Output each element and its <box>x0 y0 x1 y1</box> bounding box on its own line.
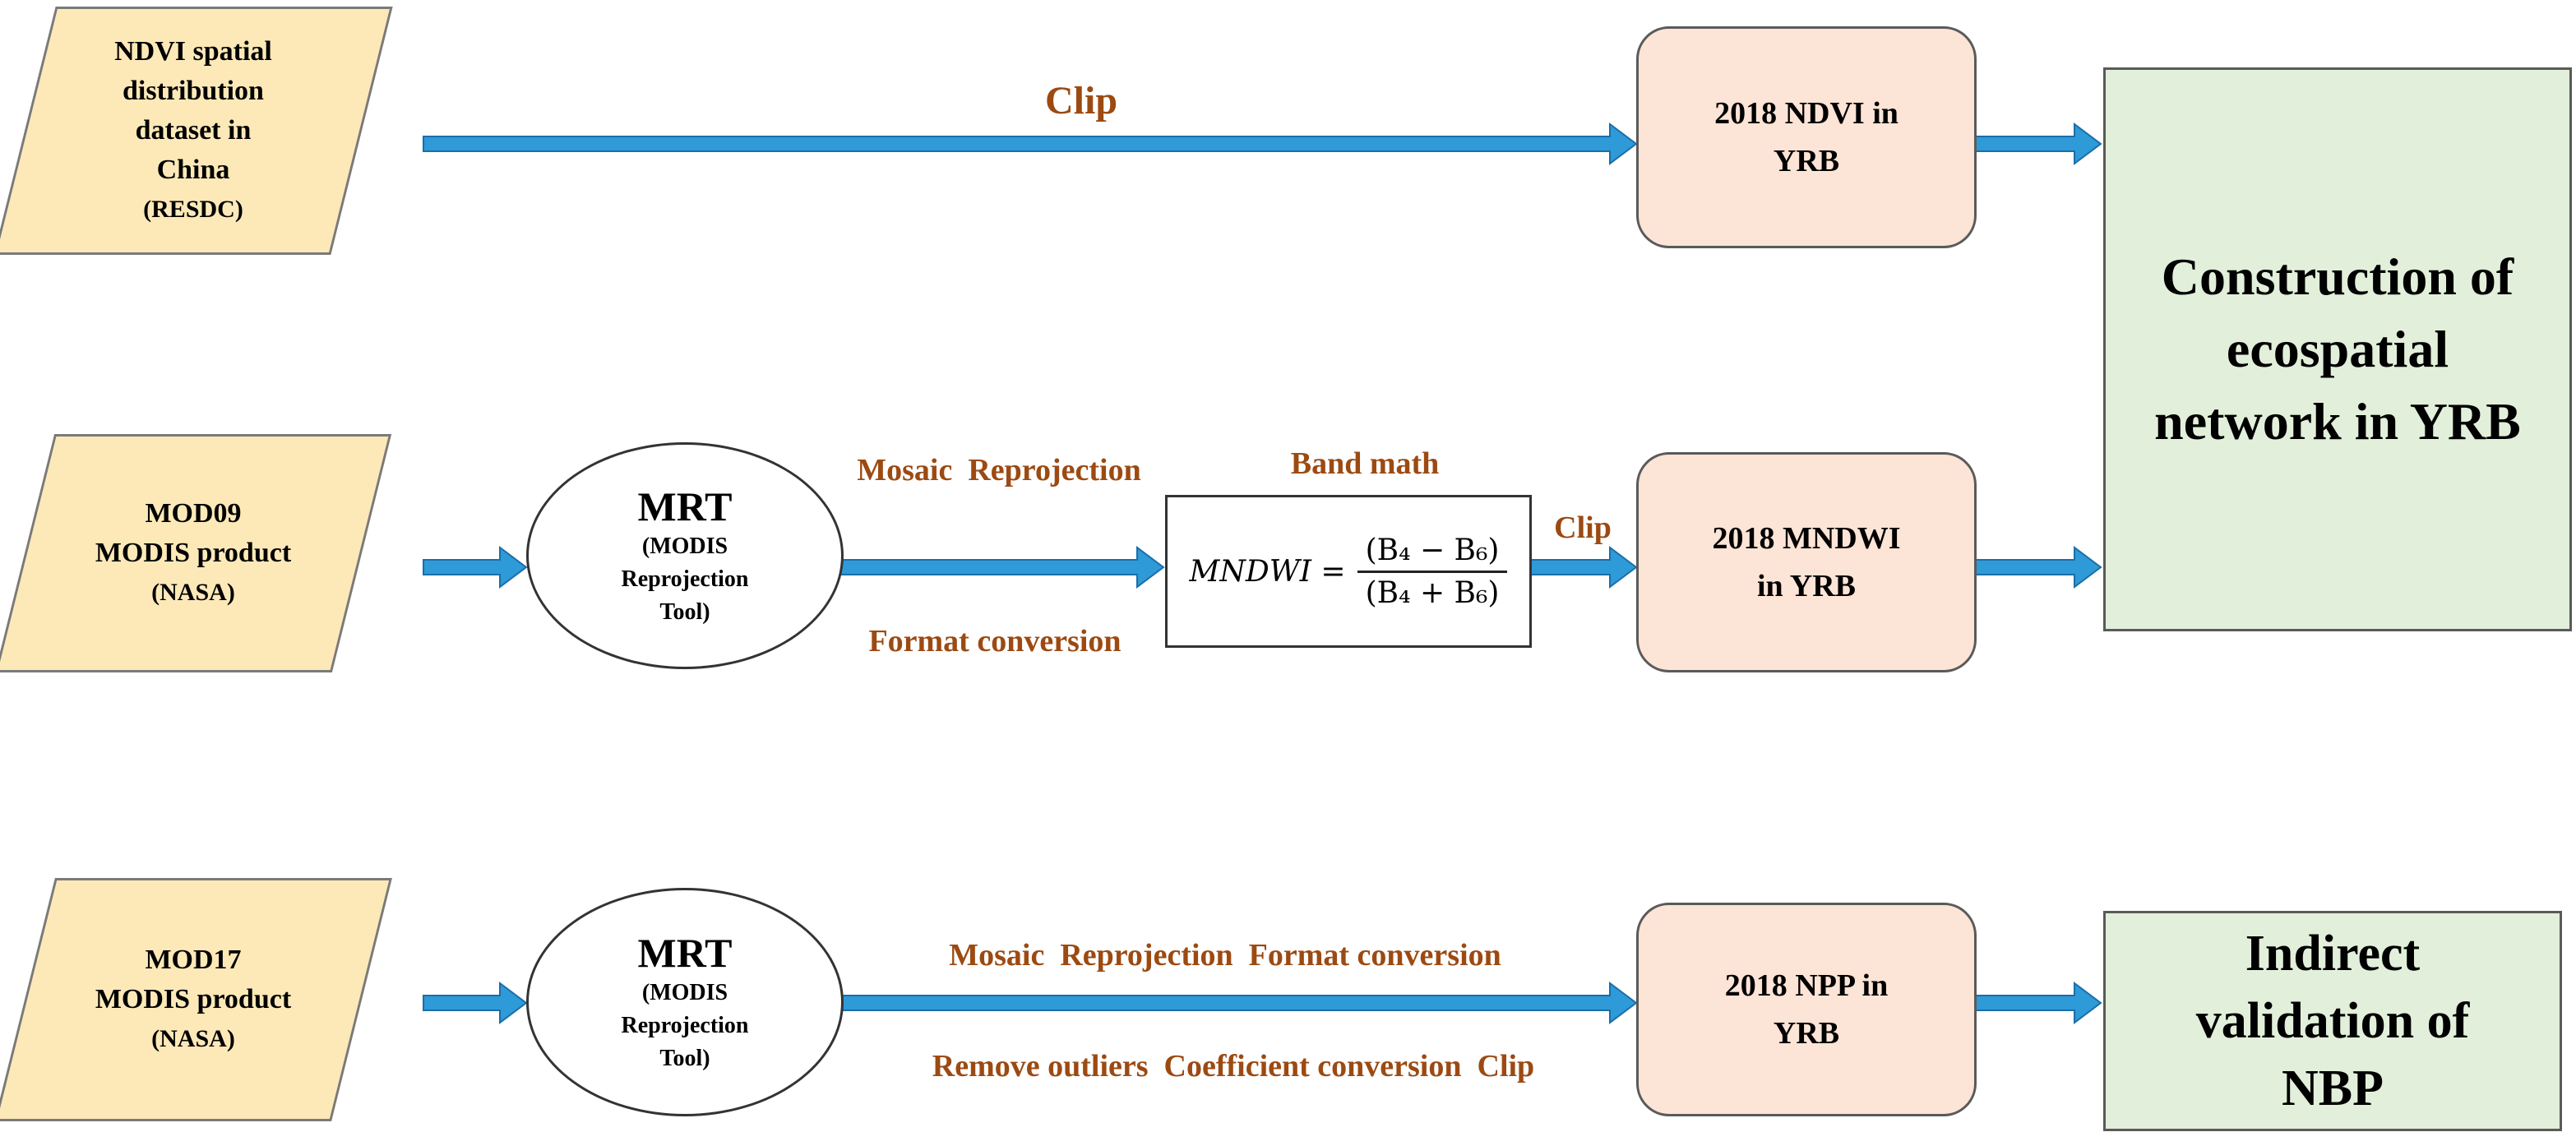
source-ndvi-line2: distribution <box>123 76 264 106</box>
label-mosaic-reprojection: Mosaic Reprojection <box>857 453 1141 487</box>
label-format-conversion: Format conversion <box>868 624 1122 658</box>
source-mod17-line2: MODIS product <box>95 984 292 1014</box>
product-mndwi-line1: 2018 MNDWI <box>1712 521 1901 556</box>
source-mod09-line2: MODIS product <box>95 538 292 568</box>
product-ndvi-line2: YRB <box>1773 144 1840 178</box>
output-network-line3: network in YRB <box>2154 392 2521 450</box>
mrt-line1: (MODIS <box>641 980 728 1005</box>
label-bottom-bottom: Remove outliers Coefficient conversion C… <box>932 1049 1535 1083</box>
source-ndvi-dataset: NDVI spatial distribution dataset in Chi… <box>0 7 393 255</box>
mrt-line3: Tool) <box>659 1046 710 1071</box>
mndwi-equation-box: MNDWI = (B₄ − B₆) (B₄ + B₆) <box>1165 495 1532 648</box>
product-npp-line1: 2018 NPP in <box>1724 968 1889 1003</box>
arrow-mod09-mrt <box>423 546 528 589</box>
source-ndvi-line3: dataset in <box>135 115 252 146</box>
output-ecospatial-network: Construction of ecospatial network in YR… <box>2103 67 2572 631</box>
output-nbp-validation: Indirect validation of NBP <box>2103 911 2562 1131</box>
source-mod17-line3: (NASA) <box>151 1025 235 1052</box>
label-bottom-top: Mosaic Reprojection Format conversion <box>949 938 1501 973</box>
arrow-ndvi-output <box>1971 122 2102 165</box>
mrt-tool-oval-mid: MRT (MODIS Reprojection Tool) <box>526 442 844 669</box>
product-mndwi-yrb: 2018 MNDWI in YRB <box>1636 452 1977 672</box>
product-ndvi-yrb: 2018 NDVI in YRB <box>1636 26 1977 248</box>
source-mod17-line1: MOD17 <box>145 945 242 975</box>
output-nbp-line2: validation of <box>2195 993 2470 1049</box>
equation-fraction: (B₄ − B₆) (B₄ + B₆) <box>1357 530 1508 613</box>
label-clip-mid: Clip <box>1554 511 1612 545</box>
output-network-line2: ecospatial <box>2226 320 2449 378</box>
equation-lhs: MNDWI = <box>1189 554 1346 589</box>
source-ndvi-line4: China <box>156 155 230 185</box>
mrt-line2: Reprojection <box>621 1013 749 1038</box>
output-network-line1: Construction of <box>2161 247 2514 306</box>
mrt-tool-oval-bottom: MRT (MODIS Reprojection Tool) <box>526 888 844 1116</box>
equation-denominator: (B₄ + B₆) <box>1365 575 1500 610</box>
output-nbp-line1: Indirect <box>2245 926 2421 982</box>
arrow-mndwi-output <box>1971 546 2102 589</box>
product-ndvi-line1: 2018 NDVI in <box>1714 96 1898 131</box>
label-band-math: Band math <box>1290 446 1440 481</box>
equation-numerator: (B₄ − B₆) <box>1357 530 1508 573</box>
arrow-ndvi-clip <box>423 122 1638 165</box>
arrow-npp-output <box>1971 982 2102 1024</box>
arrow-mrt-npp <box>839 982 1638 1024</box>
product-mndwi-line2: in YRB <box>1756 569 1856 603</box>
mrt-title: MRT <box>637 930 733 976</box>
product-npp-yrb: 2018 NPP in YRB <box>1636 903 1977 1116</box>
mrt-title: MRT <box>637 483 733 529</box>
source-ndvi-line5: (RESDC) <box>143 196 243 223</box>
product-npp-line2: YRB <box>1773 1016 1840 1051</box>
mrt-line3: Tool) <box>659 599 710 625</box>
output-nbp-line3: NBP <box>2282 1060 2384 1116</box>
mrt-line2: Reprojection <box>621 566 749 592</box>
source-mod09: MOD09 MODIS product (NASA) <box>0 434 392 672</box>
label-clip-top: Clip <box>1044 79 1118 122</box>
arrow-mrt-band-math <box>839 546 1165 589</box>
mrt-line1: (MODIS <box>641 534 728 559</box>
arrow-mod17-mrt <box>423 982 528 1024</box>
source-ndvi-line1: NDVI spatial <box>114 36 272 67</box>
arrow-band-math-mndwi <box>1528 546 1638 589</box>
source-mod09-line3: (NASA) <box>151 579 235 606</box>
source-mod17: MOD17 MODIS product (NASA) <box>0 878 392 1121</box>
source-mod09-line1: MOD09 <box>145 498 242 529</box>
